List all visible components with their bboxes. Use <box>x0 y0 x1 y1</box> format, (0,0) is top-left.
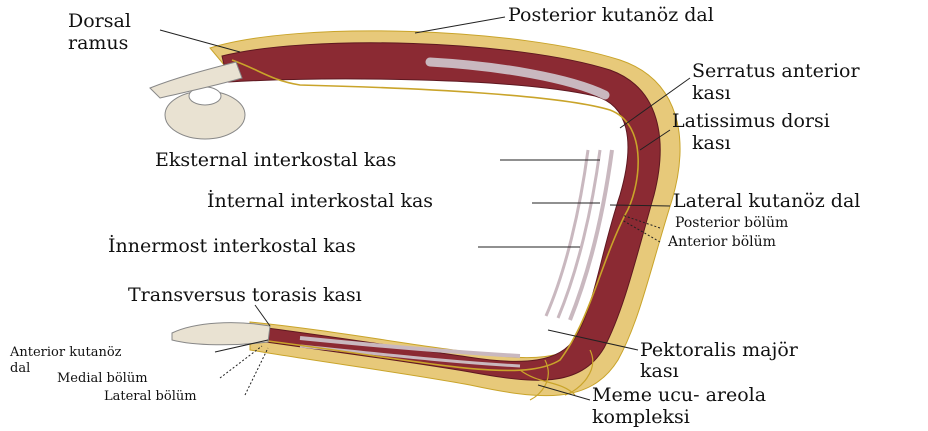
label-anterior-cutaneous-2: dal <box>10 362 30 375</box>
label-lateral-part: Lateral bölüm <box>104 390 197 403</box>
label-nipple-areola-2: kompleksi <box>592 408 690 427</box>
label-transversus-thoracis: Transversus torasis kası <box>128 286 362 305</box>
label-latissimus-2: kası <box>692 134 731 153</box>
label-innermost-intercostal: İnnermost interkostal kas <box>108 237 356 256</box>
label-serratus-2: kası <box>692 84 731 103</box>
label-latissimus-1: Latissimus dorsi <box>672 112 830 131</box>
label-serratus-1: Serratus anterior <box>692 62 860 81</box>
label-medial-part: Medial bölüm <box>57 372 148 385</box>
label-lateral-cutaneous: Lateral kutanöz dal <box>673 192 860 211</box>
label-dorsal-ramus-1: Dorsal <box>68 12 131 31</box>
label-external-intercostal: Eksternal interkostal kas <box>155 151 396 170</box>
label-posterior-part: Posterior bölüm <box>675 216 788 230</box>
label-pectoralis-1: Pektoralis majör <box>640 341 798 360</box>
label-dorsal-ramus-2: ramus <box>68 34 128 53</box>
label-anterior-part: Anterior bölüm <box>668 235 776 249</box>
label-nipple-areola-1: Meme ucu- areola <box>592 386 766 405</box>
label-posterior-cutaneous: Posterior kutanöz dal <box>508 6 714 25</box>
label-pectoralis-2: kası <box>640 362 679 381</box>
vertebra <box>150 62 245 139</box>
label-anterior-cutaneous-1: Anterior kutanöz <box>10 346 122 359</box>
label-internal-intercostal: İnternal interkostal kas <box>207 192 433 211</box>
sternum <box>172 323 270 345</box>
